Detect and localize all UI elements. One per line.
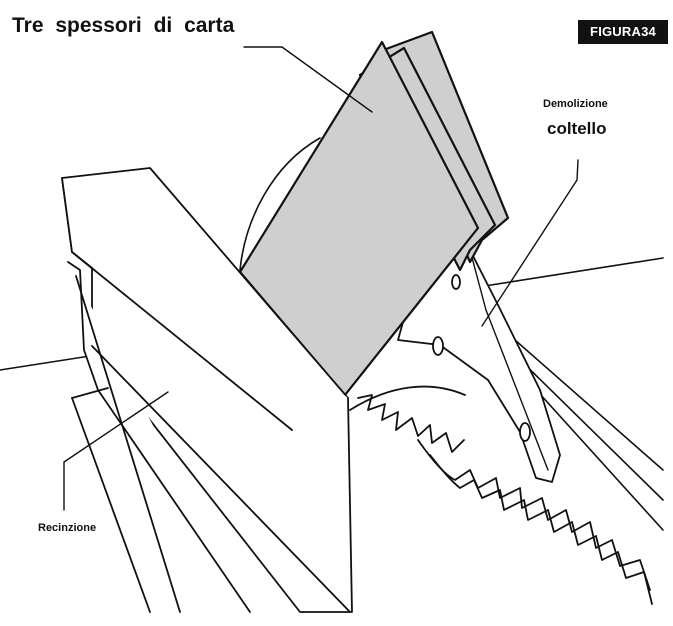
- knife-hole-1: [451, 274, 461, 290]
- paper-stack: [238, 30, 510, 397]
- figure-title: Tre spessori di carta: [12, 14, 235, 37]
- leader-title: [243, 46, 373, 113]
- figure-badge: FIGURA34: [578, 20, 668, 44]
- knife-hole-3: [519, 422, 531, 442]
- leader-lines: [63, 46, 579, 511]
- fence: [61, 167, 353, 613]
- guard-edge: [239, 137, 321, 271]
- saw-blade: [349, 385, 653, 605]
- riving-knife: [397, 249, 561, 483]
- leader-knife: [481, 159, 579, 327]
- leader-fence: [63, 391, 169, 511]
- knife-label-line2: coltello: [547, 119, 607, 138]
- knife-label-line1: Demolizione: [543, 98, 608, 110]
- knife-hole-2: [432, 336, 444, 356]
- fence-label: Recinzione: [38, 522, 97, 534]
